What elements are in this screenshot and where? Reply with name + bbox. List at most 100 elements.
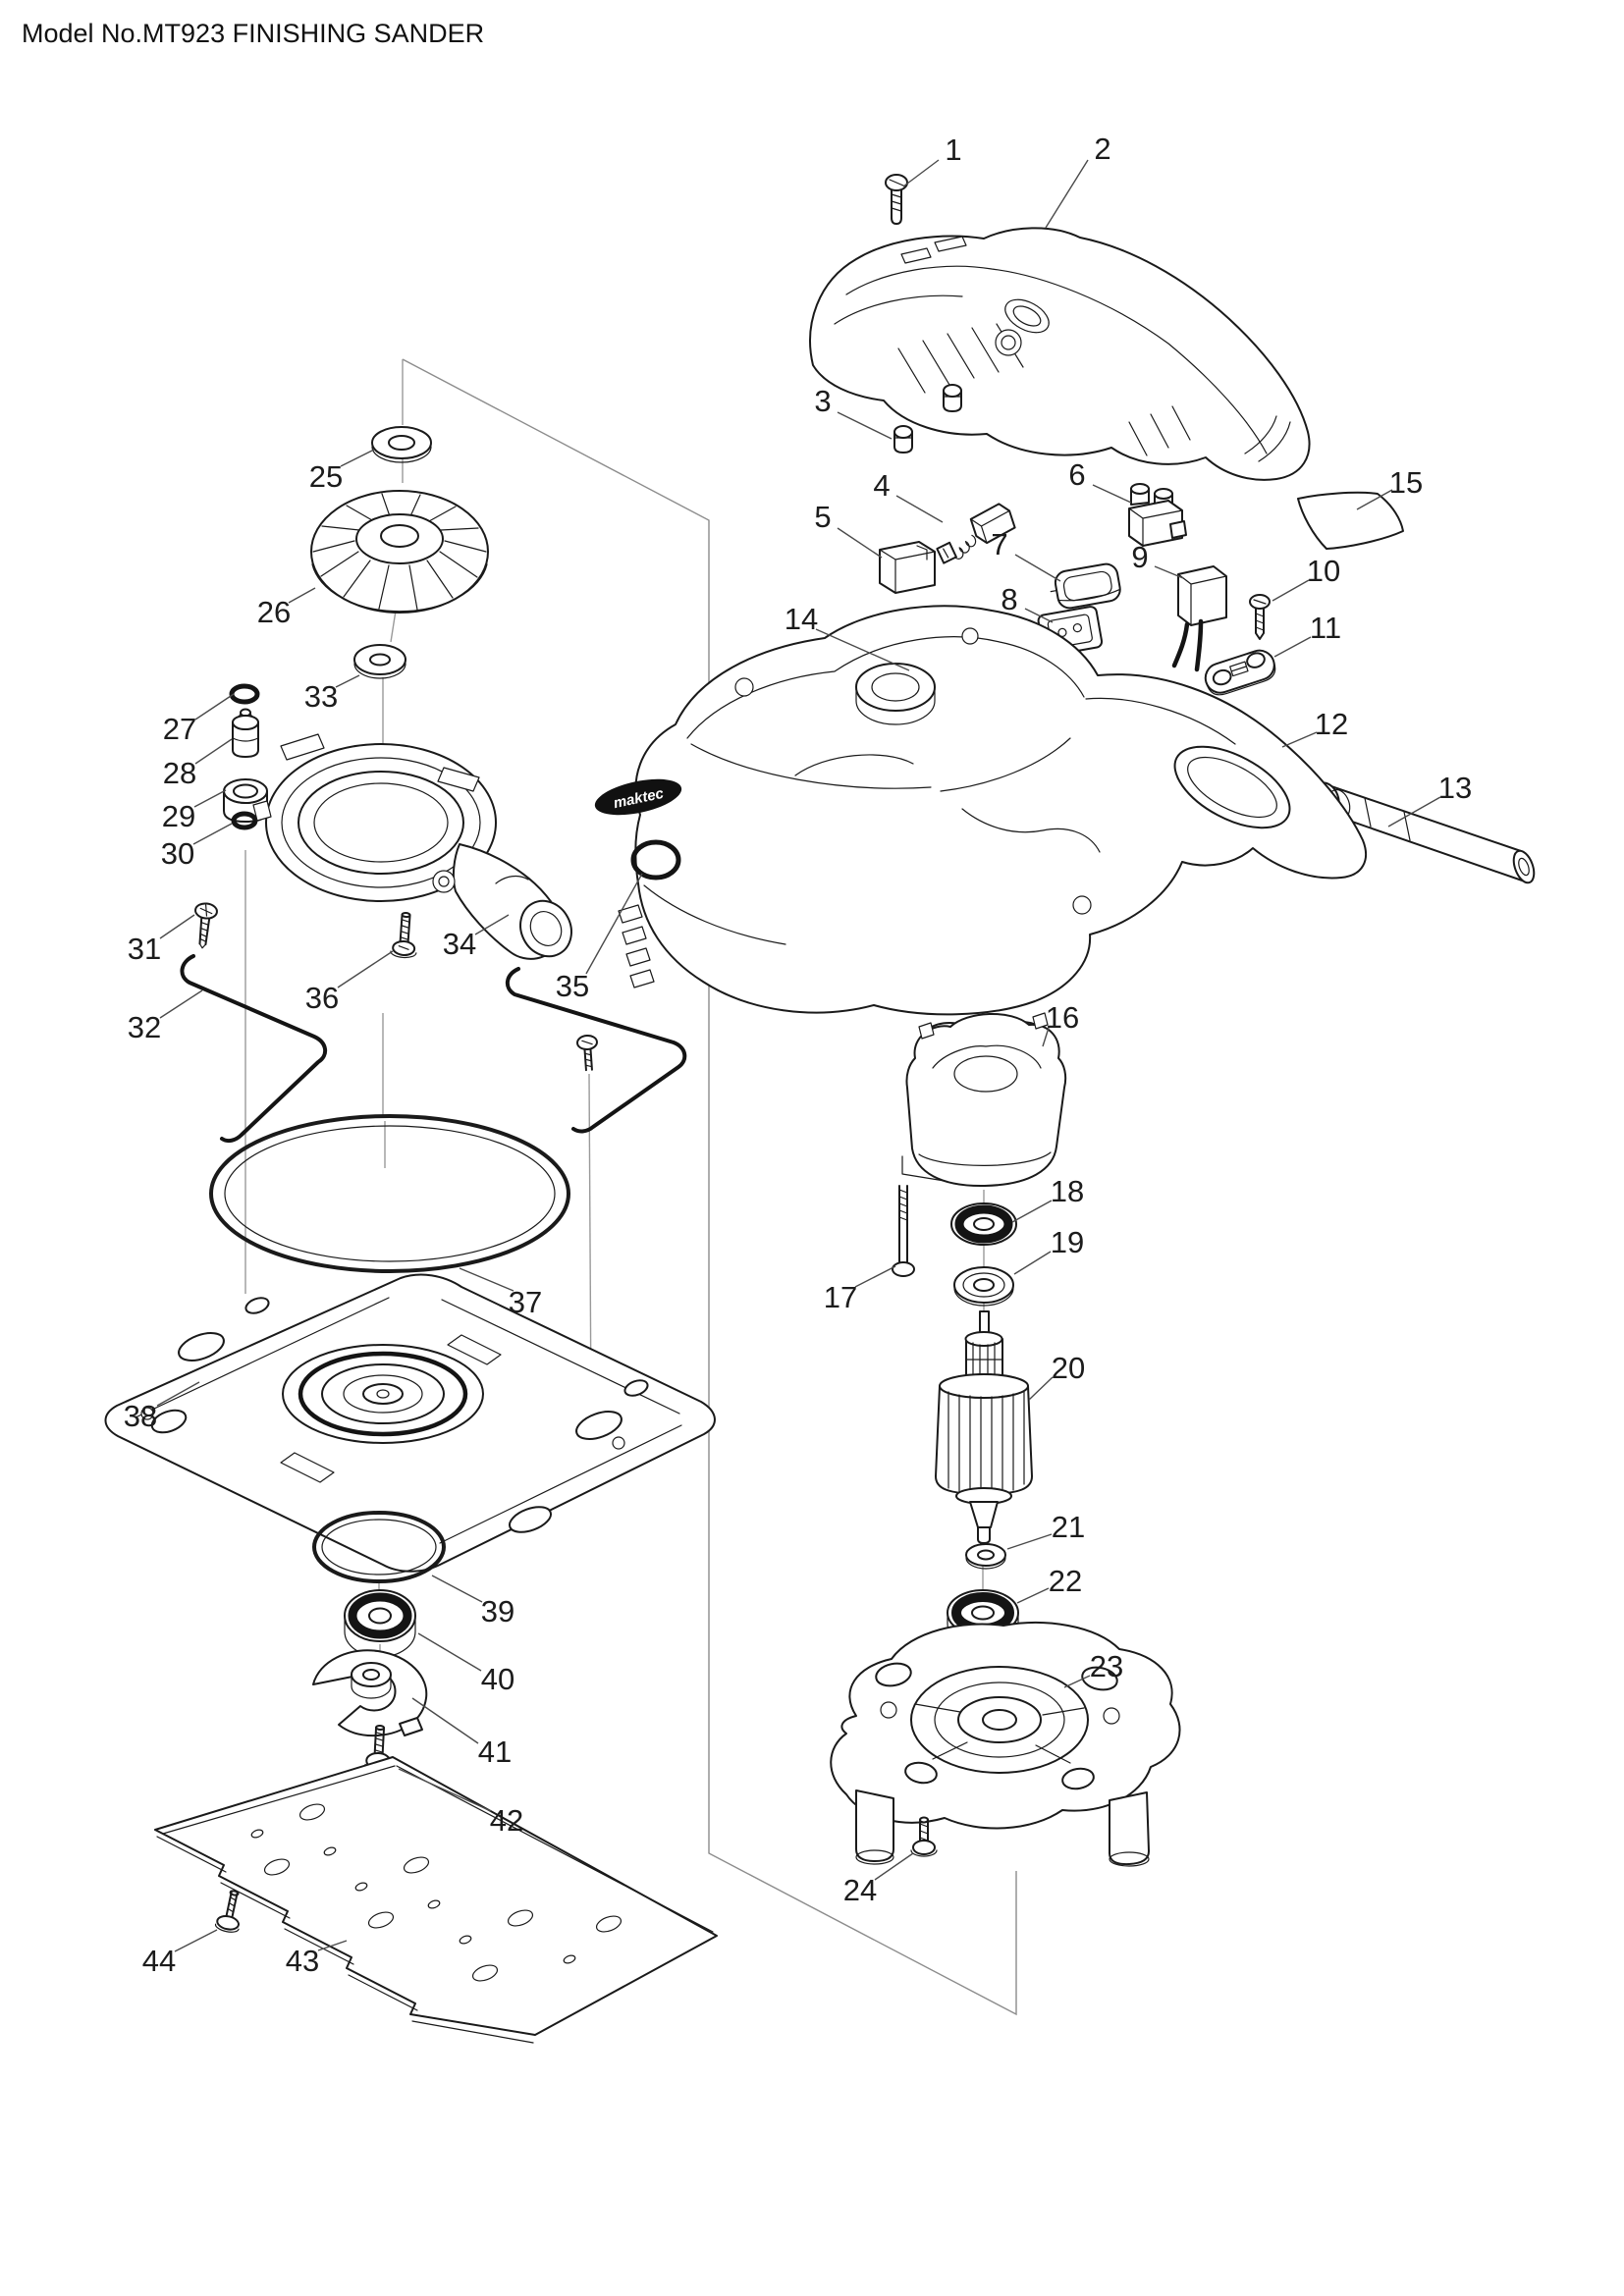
leader-part-35: [585, 873, 643, 975]
part-30-o-ring-sketch: [231, 811, 258, 830]
part-16-field-stator-sketch: [905, 1012, 1067, 1188]
part-number-29: 29: [162, 799, 195, 833]
page-title: Model No.MT923 FINISHING SANDER: [22, 19, 484, 48]
part-number-17: 17: [824, 1280, 857, 1314]
part-number-26: 26: [257, 595, 291, 629]
leader-part-40: [417, 1632, 482, 1672]
part-number-4: 4: [873, 468, 890, 503]
part-number-28: 28: [163, 756, 196, 790]
clamp-screw-right-sketch: [576, 1034, 598, 1072]
part-number-32: 32: [128, 1010, 161, 1044]
part-number-38: 38: [124, 1399, 157, 1433]
leader-part-42: [398, 1768, 492, 1812]
leader-part-5: [837, 527, 883, 559]
part-number-16: 16: [1046, 1000, 1079, 1035]
part-number-3: 3: [814, 384, 831, 418]
part-3-pin-sketch: [893, 384, 962, 454]
part-number-6: 6: [1068, 457, 1085, 492]
assembly-boundary-line: [402, 358, 1017, 2016]
part-36-pad-screw-sketch: [390, 912, 417, 959]
part-number-5: 5: [814, 500, 831, 534]
part-7-switch-actuator-sketch: [1050, 562, 1121, 610]
leader-part-9: [1154, 565, 1184, 579]
part-number-23: 23: [1090, 1649, 1123, 1683]
leader-part-39: [431, 1575, 483, 1603]
part-number-27: 27: [163, 712, 196, 746]
leader-part-4: [895, 495, 944, 523]
part-34-dust-ring-sketch: [252, 733, 572, 960]
part-number-21: 21: [1052, 1510, 1085, 1544]
part-1-screw-sketch: [885, 174, 908, 225]
part-14-motor-housing-sketch: maktec: [594, 605, 1368, 1016]
part-number-40: 40: [481, 1662, 514, 1696]
part-25-washer-sketch: [371, 426, 432, 463]
part-number-42: 42: [490, 1803, 523, 1838]
leader-part-17: [854, 1265, 896, 1288]
part-23-bearing-base-sketch: [830, 1622, 1181, 1867]
part-18-bearing-sketch: [950, 1202, 1017, 1246]
part-39-o-ring-sketch: [312, 1511, 446, 1583]
part-number-36: 36: [305, 981, 339, 1015]
part-27-o-ring-sketch: [229, 683, 260, 705]
leader-part-44: [174, 1929, 218, 1952]
part-number-2: 2: [1094, 132, 1110, 166]
part-number-33: 33: [304, 679, 338, 714]
part-43-base-plate-sketch: [154, 1756, 718, 2044]
leader-part-7: [1014, 554, 1061, 582]
leader-part-25: [340, 449, 375, 467]
part-number-7: 7: [991, 527, 1007, 561]
leader-part-41: [411, 1697, 479, 1744]
leader-part-14: [815, 628, 910, 671]
leader-part-6: [1092, 484, 1132, 504]
part-15-label-plate-sketch: [1297, 491, 1404, 550]
leader-part-22: [1016, 1587, 1050, 1604]
part-11-cord-clamp-sketch: [1204, 649, 1276, 696]
part-number-9: 9: [1131, 540, 1148, 574]
part-6-terminal-block-sketch: [1128, 483, 1187, 547]
part-24-screw-sketch: [910, 1816, 938, 1857]
leader-part-32: [159, 989, 203, 1019]
part-44-screw-sketch: [214, 1890, 240, 1933]
part-17-long-screw-sketch: [892, 1185, 915, 1277]
part-5-switch-block-sketch: [879, 541, 936, 594]
part-number-22: 22: [1049, 1564, 1082, 1598]
leader-part-37: [459, 1267, 514, 1292]
leader-part-26: [288, 587, 316, 604]
part-number-31: 31: [128, 932, 161, 966]
leader-part-24: [874, 1852, 914, 1881]
part-32-clamp-lever-sketch: [180, 954, 327, 1144]
leader-part-2: [1045, 159, 1089, 229]
part-number-14: 14: [785, 602, 818, 636]
part-26-fan-sketch: [310, 490, 489, 614]
leader-part-13: [1387, 796, 1441, 828]
leader-part-29: [193, 789, 227, 808]
part-35-o-ring-sketch: [630, 839, 681, 881]
leader-part-8: [1024, 608, 1054, 623]
leader-part-11: [1273, 636, 1312, 658]
leader-part-27: [194, 693, 235, 721]
part-40-bearing-sketch: [344, 1589, 416, 1658]
leader-part-10: [1272, 579, 1310, 602]
part-number-34: 34: [443, 927, 476, 961]
brand-logo-badge: [594, 778, 682, 816]
leader-part-28: [194, 738, 233, 765]
part-number-8: 8: [1001, 582, 1017, 616]
part-4-carbon-brush-sketch: [936, 503, 1016, 564]
part-33-washer-sketch: [353, 644, 406, 679]
screw-17-pointer: [901, 1155, 946, 1182]
part-number-15: 15: [1389, 465, 1423, 500]
part-number-11: 11: [1310, 611, 1341, 645]
part-number-19: 19: [1051, 1225, 1084, 1259]
clamp-lever-right-sketch: [506, 967, 687, 1134]
part-38-pad-base-sketch: [104, 1273, 716, 1573]
leader-part-31: [159, 914, 195, 939]
leader-part-38: [156, 1381, 200, 1407]
part-number-44: 44: [142, 1944, 176, 1978]
part-number-43: 43: [286, 1944, 319, 1978]
leader-part-33: [335, 674, 360, 688]
part-number-13: 13: [1438, 771, 1472, 805]
part-31-screw-sketch: [194, 902, 218, 949]
leader-part-34: [474, 914, 510, 935]
